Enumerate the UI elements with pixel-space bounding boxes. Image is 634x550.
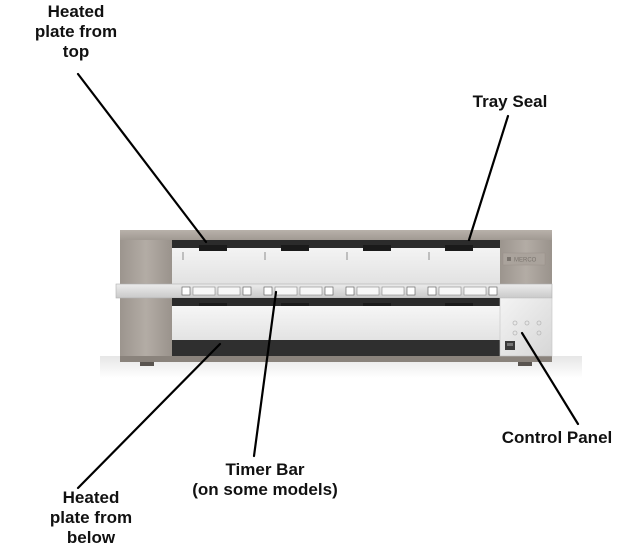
- callout-timer-bar-line-2: (on some models): [192, 480, 338, 499]
- timer-display-right: [217, 286, 241, 296]
- timer-display-right: [381, 286, 405, 296]
- callout-heated-plate-below-line-1: Heated: [62, 488, 120, 507]
- logo-mark: [507, 257, 511, 261]
- housing-left-side: [120, 240, 172, 362]
- callout-timer-bar: Timer Bar (on some models): [180, 460, 350, 500]
- foot-right: [518, 362, 532, 366]
- logo-text: MERCO: [514, 258, 537, 264]
- callout-heated-plate-below-line-2: plate from: [49, 508, 133, 527]
- lower-cavity: [172, 306, 500, 342]
- timer-key-right: [488, 286, 498, 296]
- upper-tray-seals: [182, 245, 473, 260]
- housing-top: [120, 230, 552, 242]
- timer-key-left: [263, 286, 273, 296]
- timer-modules: [181, 286, 498, 296]
- upper-tray-seal: [281, 245, 309, 251]
- timer-key-left: [427, 286, 437, 296]
- timer-key-left: [181, 286, 191, 296]
- timer-display-right: [463, 286, 487, 296]
- logo-plate: [502, 252, 546, 266]
- callout-line-tray-seal: [467, 114, 510, 242]
- timer-display-right: [299, 286, 323, 296]
- timer-key-left: [345, 286, 355, 296]
- upper-tray-seal: [363, 245, 391, 251]
- timer-display-left: [274, 286, 298, 296]
- power-switch-rocker: [507, 343, 513, 346]
- callout-line-heated-top: [76, 72, 208, 244]
- callout-heated-plate-top-line-1: Heated: [47, 2, 105, 21]
- callout-heated-plate-below: Heated plate from below: [26, 488, 156, 548]
- housing-bottom-rail: [120, 356, 552, 362]
- callout-heated-plate-below-line-3: below: [66, 528, 116, 547]
- timer-display-left: [356, 286, 380, 296]
- callout-heated-plate-top: Heated plate from top: [6, 2, 146, 62]
- timer-key-right: [242, 286, 252, 296]
- callout-heated-plate-top-line-3: top: [62, 42, 90, 61]
- timer-display-left: [438, 286, 462, 296]
- lower-heated-plate: [172, 340, 500, 356]
- callout-heated-plate-top-line-2: plate from: [34, 22, 118, 41]
- upper-tray-seal: [199, 245, 227, 251]
- upper-heated-plate: [172, 240, 500, 248]
- lower-heated-plate-top: [172, 298, 500, 306]
- callout-lines: [76, 72, 580, 490]
- callout-line-control-panel: [520, 331, 580, 426]
- callout-timer-bar-line-1: Timer Bar: [225, 460, 305, 479]
- timer-display-left: [192, 286, 216, 296]
- callout-tray-seal-line-1: Tray Seal: [472, 92, 548, 111]
- callout-control-panel-line-1: Control Panel: [501, 428, 613, 447]
- timer-key-right: [406, 286, 416, 296]
- upper-tray-seal: [445, 245, 473, 251]
- foot-left: [140, 362, 154, 366]
- callout-line-timer-bar: [252, 290, 278, 458]
- callout-line-heated-below: [76, 342, 222, 490]
- timer-key-right: [324, 286, 334, 296]
- callout-tray-seal: Tray Seal: [440, 92, 580, 112]
- control-panel-keys: [512, 320, 542, 336]
- callout-control-panel: Control Panel: [482, 428, 632, 448]
- timer-bar: [115, 283, 553, 299]
